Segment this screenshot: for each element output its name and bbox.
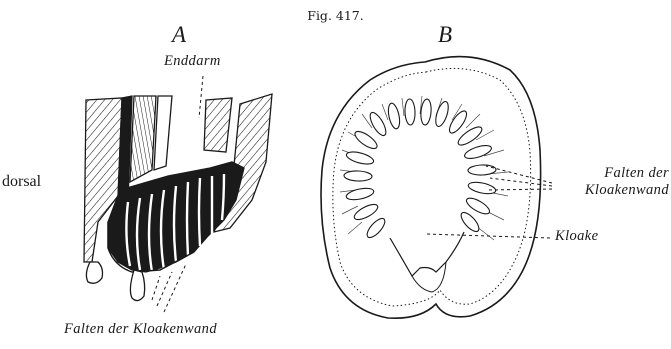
leader-enddarm [199,76,203,118]
outer-wall [321,57,541,319]
leader-kloake [426,234,550,238]
label-falten-kloakenwand-b: Falten der Kloakenwand [560,165,669,199]
appendage-bottom [130,270,144,301]
panel-a-letter: A [172,22,186,48]
label-dorsal: dorsal [2,173,41,191]
label-enddarm: Enddarm [164,53,221,70]
panel-b-letter: B [438,22,452,48]
panel-a-drawing [84,76,272,312]
leader-falten-a-3 [164,264,186,312]
label-falten-kloakenwand-a: Falten der Kloakenwand [64,321,217,338]
appendage-left [86,262,102,283]
inner-wall [333,68,531,306]
label-kloake: Kloake [555,228,598,245]
leader-falten-b-2 [490,178,552,186]
label-falten-b-line1: Falten der [560,165,669,182]
label-falten-b-line2: Kloakenwand [560,182,669,199]
figure-caption: Fig. 417. [0,8,671,23]
leader-falten-a-1 [152,276,160,300]
panel-b-drawing [321,57,552,319]
leader-falten-b-3 [488,189,552,190]
cloaca-lumen [390,232,464,276]
